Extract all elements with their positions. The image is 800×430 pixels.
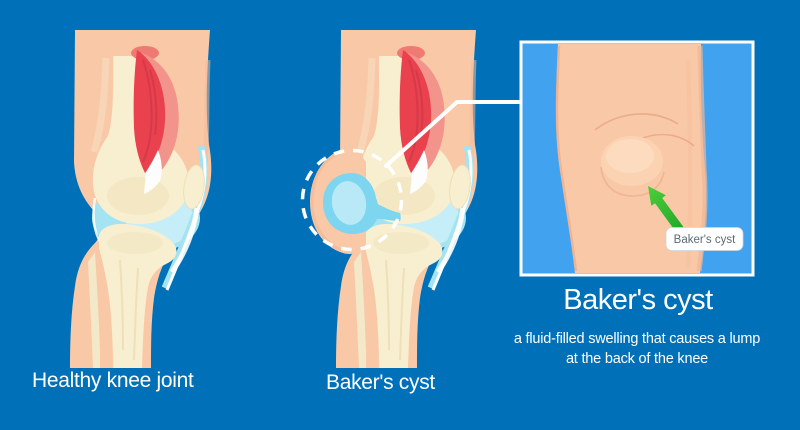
healthy-knee-label: Healthy knee joint [32, 369, 194, 392]
cyst-pointer-arrow-icon [648, 186, 690, 241]
cyst-tag: Baker's cyst [665, 227, 744, 251]
crease-line [594, 113, 679, 131]
connector-line [384, 100, 523, 168]
cyst-inner-fluid [331, 181, 367, 225]
skin-edge-shading [555, 45, 578, 272]
crease-line [639, 133, 695, 147]
cyst-highlight-dashed-circle [300, 148, 404, 252]
healthy-knee-illustration [70, 30, 211, 368]
cyst-tag-label: Baker's cyst [674, 234, 736, 246]
caption-description-line2: at the back of the knee [565, 351, 709, 367]
bakers-cyst-figure-label: Baker's cyst [326, 371, 435, 394]
swelling-ring [600, 166, 665, 197]
cyst-neck [371, 201, 401, 221]
inset-panel: Baker's cyst [519, 40, 755, 277]
caption-description-line1: a fluid-filled swelling that causes a lu… [513, 331, 761, 347]
bakers-cyst-illustration [300, 30, 523, 368]
swelling-lump-highlight [606, 139, 654, 173]
caption-title: Baker's cyst [563, 284, 713, 316]
cyst-tag-box [665, 227, 744, 251]
